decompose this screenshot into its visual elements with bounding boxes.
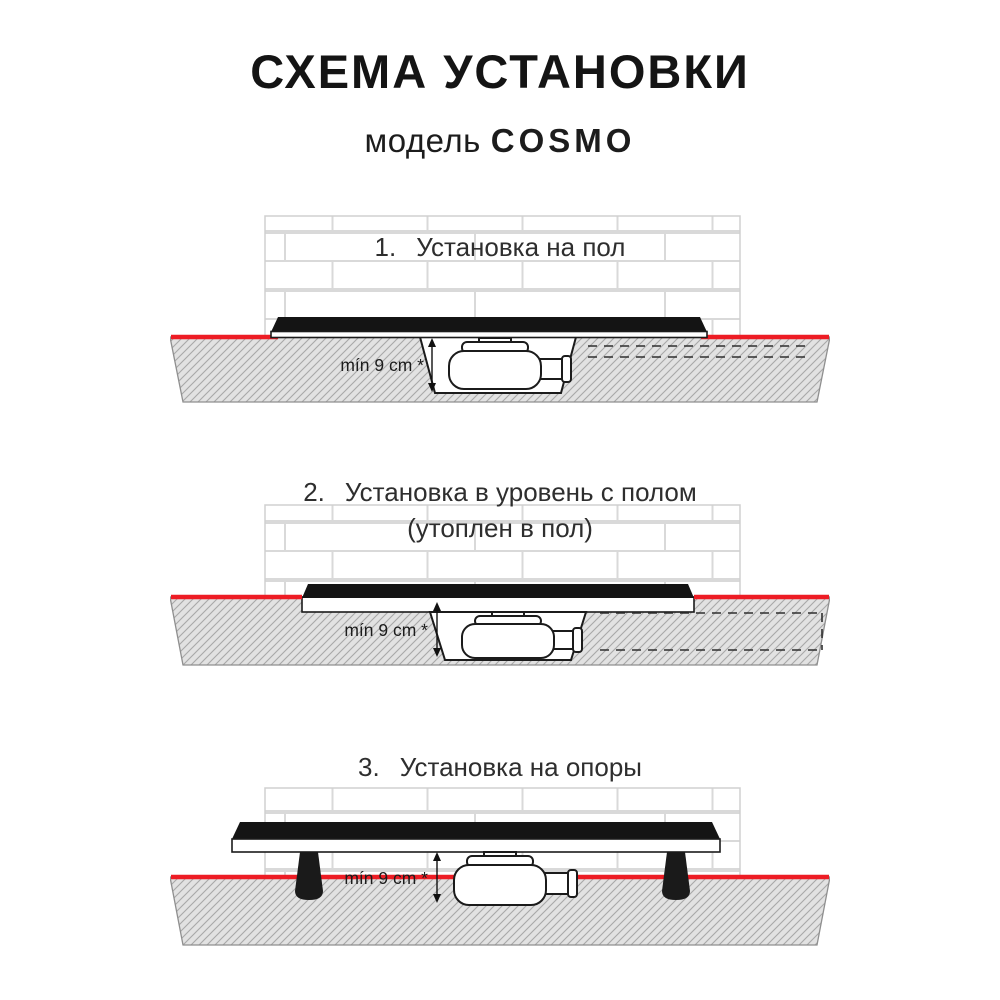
shower-tray [302,584,694,598]
section-2-note: (утоплен в пол) [407,513,593,543]
section-3-number: 3. [358,752,380,782]
height-arrow [433,852,441,903]
section-2-title-row: 2. Установка в уровень с полом [0,474,1000,510]
section-1-title: Установка на пол [416,232,626,262]
hidden-pipe-dashes [588,345,806,358]
support-leg-right [662,852,690,900]
model-prefix: модель [364,122,481,159]
siphon [461,611,583,659]
siphon [448,337,572,390]
section-3-heading: 3. Установка на опоры [0,752,1000,783]
model-name: COSMO [490,122,636,159]
section-1-heading: 1. Установка на пол [0,232,1000,263]
diagram-flush-install: mín 9 cm * [170,504,830,666]
section-2-title: Установка в уровень с полом [344,477,697,507]
height-arrow [428,338,436,392]
min-height-label: mín 9 cm * [340,355,424,375]
hidden-pipe-dashes [600,612,823,651]
min-height-label: mín 9 cm * [344,868,428,888]
siphon [453,851,578,906]
section-3-title: Установка на опоры [399,752,642,782]
shower-tray [270,317,708,339]
diagram-install-on-supports: mín 9 cm * [170,787,830,946]
shower-tray [231,822,721,853]
support-leg-left [295,852,323,900]
section-2-number: 2. [303,477,325,507]
height-arrow [433,602,441,657]
page-title: СХЕМА УСТАНОВКИ [250,45,750,98]
tile-wall [264,215,741,337]
section-2-heading: 2. Установка в уровень с полом (утоплен в… [0,474,1000,546]
min-height-label: mín 9 cm * [344,620,428,640]
diagram-install-on-floor: mín 9 cm * [170,215,830,403]
section-1-number: 1. [374,232,397,262]
